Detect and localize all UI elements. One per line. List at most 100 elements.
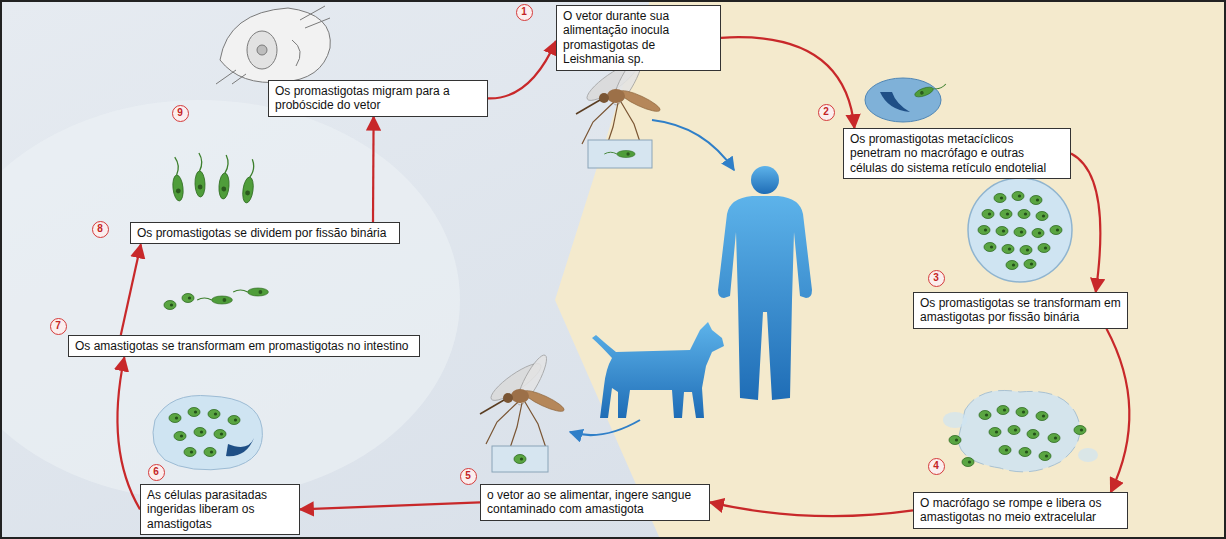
amastigote-multiplication [994,194,1006,203]
callout-number: 1 [516,4,533,21]
transmission-arrow [570,120,734,435]
ruptured-macrophage [1078,448,1098,462]
mosquito-head-sketch [220,8,330,83]
ingested-cell [208,410,220,419]
step-box: Os promastigotas se transformam em amast… [913,292,1128,329]
host-silhouettes [592,322,724,418]
ingested-cell [214,430,226,439]
step-text: As células parasitadas ingeridas liberam… [147,488,293,531]
amastigote-multiplication [1000,210,1012,219]
step-text: Os promastigotas metacíclicos penetram n… [850,132,1064,175]
ruptured-macrophage [1036,412,1048,421]
amastigote-multiplication [1002,245,1014,254]
macrophage-infection [865,78,941,122]
ingested-cell [228,416,240,425]
cycle-arrow [721,37,854,128]
amastigote-multiplication [982,210,994,219]
ruptured-macrophage [989,428,1001,437]
ingested-cell [169,414,181,423]
step-text: Os promastigotas se transformam em amast… [920,296,1121,325]
amastigote-multiplication [984,243,996,252]
amastigote-multiplication [978,226,990,235]
mosquito-head-sketch [292,40,300,66]
promastigote-division [194,153,206,197]
ingested-cell [174,432,186,441]
amastigote-to-promastigote [197,296,232,304]
step-box: Os promastigotas se dividem por fissão b… [130,222,400,244]
background [555,0,1226,539]
ruptured-macrophage [949,436,961,445]
step-box: O vetor durante sua alimentação inocula … [556,5,721,71]
ruptured-macrophage [958,390,1080,471]
amastigote-multiplication [1012,192,1024,201]
cycle-arrow [488,41,556,98]
step-text: O vetor durante sua alimentação inocula … [563,9,714,67]
ingested-cell [188,408,200,417]
amastigote-multiplication [1020,246,1032,255]
ruptured-macrophage [943,390,1098,471]
cycle-arrow [710,502,913,516]
amastigote-to-promastigote [233,288,268,296]
callout-number: 5 [460,468,477,485]
amastigote-to-promastigote [164,301,176,310]
host-silhouettes [751,166,779,194]
amastigote-multiplication [1024,260,1036,269]
callout-number: 2 [818,104,835,121]
mosquito-head-sketch [247,31,277,69]
ruptured-macrophage [1008,426,1020,435]
parasite-thumbnail [514,455,526,464]
macrophage-infection [865,78,947,122]
ruptured-macrophage [962,458,974,467]
callout-number: 3 [928,270,945,287]
cycle-arrow [117,357,140,509]
ingested-cell [226,438,254,456]
mosquito-head-sketch [216,6,330,84]
step-text: Os amastigotas se transformam em promast… [75,339,413,353]
amastigote-multiplication [996,227,1008,236]
ingested-cell [184,448,196,457]
promastigote-division [170,153,257,204]
step-text: o vetor ao se alimentar, ingere sangue c… [487,488,703,517]
promastigote-division [241,159,257,204]
amastigote-multiplication [1014,228,1026,237]
ruptured-macrophage [1027,430,1039,439]
cycle-arrow [300,502,480,509]
amastigote-multiplication [1006,261,1018,270]
step-box: O macrófago se rompe e libera os amastig… [913,492,1128,529]
cycle-arrow [1071,154,1100,292]
step-box: Os promastigotas migram para a probóscid… [268,80,488,117]
parasite-thumbnail [604,151,635,158]
callout-number: 8 [92,221,109,238]
transmission-arrow [570,420,640,435]
macrophage-infection [880,92,910,112]
callout-number: 4 [928,458,945,475]
cycle-arrow [1107,329,1130,492]
ingested-cell [204,448,216,457]
host-silhouettes [718,196,812,400]
parasite-thumbnail [588,140,652,168]
step-box: Os amastigotas se transformam em promast… [68,335,420,357]
ruptured-macrophage [1016,408,1028,417]
amastigote-multiplication [968,178,1072,282]
promastigote-division [170,157,185,202]
amastigote-multiplication [1032,229,1044,238]
cycle-arrow [121,244,141,335]
step-text: O macrófago se rompe e libera os amastig… [920,496,1121,525]
mosquito-head-sketch [257,45,267,55]
host-silhouettes [592,166,812,418]
parasite-thumbnail [492,140,652,472]
ruptured-macrophage [1048,434,1060,443]
ruptured-macrophage [1039,452,1051,461]
transmission-arrow [652,120,734,170]
callout-number: 9 [172,105,189,122]
step-box: o vetor ao se alimentar, ingere sangue c… [480,484,710,521]
amastigote-to-promastigote [164,288,268,310]
amastigote-multiplication [1038,244,1050,253]
ingested-cell [153,396,262,470]
callout-number: 7 [50,318,67,335]
amastigote-multiplication [968,178,1072,282]
